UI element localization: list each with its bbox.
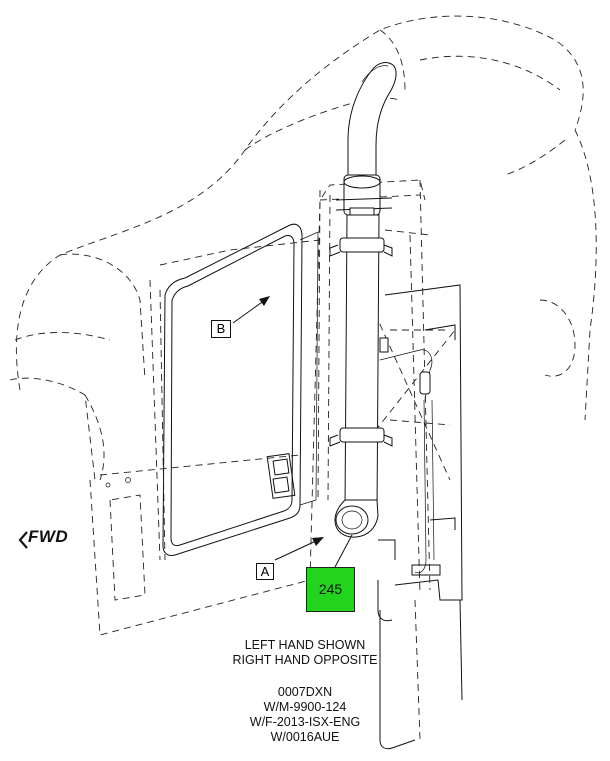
view-arrow-b — [232, 296, 270, 324]
fwd-label: FWD — [28, 527, 69, 546]
frame-rail — [379, 599, 463, 750]
mounting-bracket — [377, 284, 463, 622]
drawing-ref-line-4: W/0016AUE — [270, 730, 340, 744]
sleeper-door — [159, 223, 319, 561]
view-label-a: A — [256, 563, 274, 580]
caption-line-2: RIGHT HAND OPPOSITE — [232, 653, 378, 667]
view-arrow-a — [274, 537, 324, 561]
back-wall-frame — [317, 179, 456, 596]
door-latch — [266, 453, 296, 499]
band-clamp — [329, 427, 393, 447]
part-callout-box: 245 — [306, 567, 355, 612]
drawing-ref-line-1: 0007DXN — [277, 685, 333, 699]
exhaust-stack — [329, 62, 397, 538]
drawing-ref-line-2: W/M-9900-124 — [263, 700, 347, 714]
band-clamp — [329, 237, 393, 257]
view-label-b: B — [211, 320, 231, 338]
caption-line-1: LEFT HAND SHOWN — [244, 638, 366, 652]
callout-leader — [334, 534, 353, 568]
drawing-ref-line-3: W/F-2013-ISX-ENG — [249, 715, 361, 729]
fwd-arrow-icon — [18, 531, 28, 549]
cab-outline-hidden — [9, 15, 597, 481]
